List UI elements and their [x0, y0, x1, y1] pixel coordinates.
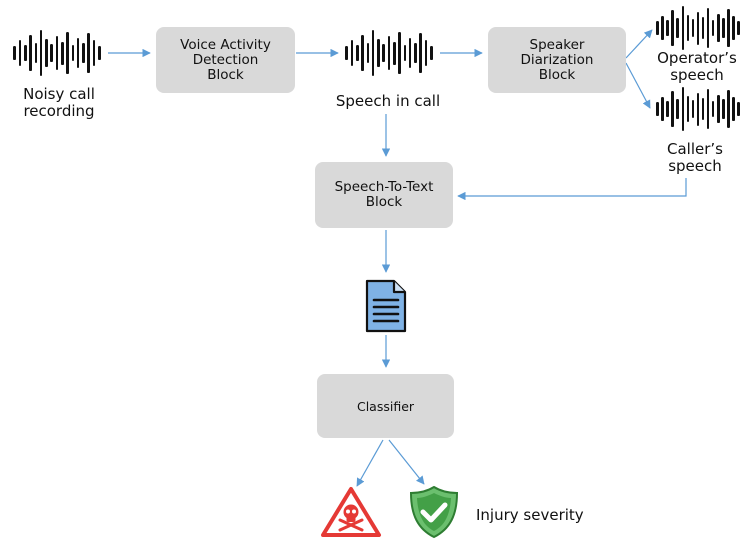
waveform-bar	[656, 21, 659, 35]
waveform-bar	[671, 10, 674, 46]
diarization-block: Speaker Diarization Block	[488, 27, 626, 93]
waveform-bar	[403, 44, 407, 62]
stt-block: Speech-To-Text Block	[315, 162, 453, 228]
waveform-bar	[732, 96, 735, 122]
waveform-bar	[686, 95, 690, 123]
waveform-bar	[87, 33, 91, 73]
waveform-bar	[34, 42, 38, 64]
waveform-bar	[706, 89, 710, 129]
waveform-bar	[39, 30, 43, 76]
shield-check-icon	[409, 485, 459, 539]
waveform-bar	[681, 87, 685, 131]
waveform-bar	[696, 11, 700, 45]
waveform-bar	[716, 13, 720, 43]
waveform-bar	[711, 101, 715, 117]
waveform-bar	[387, 35, 391, 71]
waveform-bar	[666, 101, 669, 117]
waveform-bar	[50, 43, 53, 63]
arrow-diarization-to-operator	[625, 29, 653, 59]
speech-in-call-label: Speech in call	[335, 92, 441, 110]
waveform-bar	[661, 96, 664, 122]
waveform-bar	[382, 43, 385, 63]
arrow-diarization-to-caller	[625, 62, 651, 109]
waveform-bar	[82, 42, 85, 64]
arrow-classifier-to-danger	[356, 439, 384, 487]
waveform-bar	[92, 40, 96, 66]
waveform-bar	[686, 14, 690, 42]
injury-severity-label: Injury severity	[476, 506, 584, 524]
speech-in-call-waveform-icon	[344, 30, 434, 76]
waveform-bar	[727, 90, 730, 128]
waveform-bar	[661, 15, 664, 41]
caller-speech-waveform-icon	[655, 87, 741, 131]
waveform-bar	[676, 99, 680, 119]
waveform-bar	[691, 100, 695, 118]
waveform-bar	[711, 20, 715, 36]
waveform-bar	[721, 99, 725, 119]
vad-block: Voice Activity Detection Block	[156, 27, 295, 93]
skull-warning-icon	[321, 487, 381, 537]
waveform-bar	[691, 19, 695, 37]
waveform-bar	[355, 44, 359, 62]
waveform-bar	[371, 30, 375, 76]
waveform-bar	[361, 34, 364, 72]
waveform-bar	[60, 41, 64, 65]
waveform-bar	[737, 21, 740, 35]
waveform-bar	[76, 38, 80, 68]
waveform-bar	[419, 33, 423, 73]
waveform-bar	[430, 46, 433, 60]
operator-speech-waveform-icon	[655, 6, 741, 50]
waveform-bar	[671, 91, 674, 127]
waveform-bar	[706, 8, 710, 48]
waveform-bar	[392, 41, 396, 65]
document-icon	[365, 279, 407, 333]
waveform-bar	[345, 46, 348, 60]
waveform-bar	[377, 39, 380, 67]
waveform-bar	[98, 46, 101, 60]
waveform-bar	[13, 46, 16, 60]
operator-speech-label: Operator’s speech	[657, 49, 737, 84]
caller-speech-label: Caller’s speech	[667, 140, 723, 175]
waveform-bar	[29, 34, 32, 72]
waveform-bar	[398, 32, 401, 74]
waveform-bar	[681, 6, 685, 50]
waveform-bar	[414, 42, 417, 64]
arrow-classifier-to-safe	[388, 439, 425, 485]
waveform-bar	[350, 40, 354, 66]
waveform-bar	[656, 102, 659, 116]
classifier-block: Classifier	[317, 374, 454, 438]
waveform-bar	[696, 92, 700, 126]
waveform-bar	[676, 18, 680, 38]
waveform-bar	[71, 44, 75, 62]
waveform-bar	[45, 39, 48, 67]
waveform-bar	[55, 35, 59, 71]
waveform-bar	[23, 44, 27, 62]
waveform-bar	[721, 18, 725, 38]
noisy-recording-label: Noisy call recording	[23, 85, 95, 120]
waveform-bar	[666, 20, 669, 36]
waveform-bar	[716, 94, 720, 124]
waveform-bar	[424, 40, 428, 66]
arrow-caller-to-stt	[457, 178, 687, 201]
waveform-bar	[66, 32, 69, 74]
waveform-bar	[727, 9, 730, 47]
waveform-bar	[732, 15, 735, 41]
waveform-bar	[737, 102, 740, 116]
noisy-recording-waveform-icon	[12, 30, 102, 76]
waveform-bar	[366, 42, 370, 64]
waveform-bar	[408, 38, 412, 68]
waveform-bar	[701, 17, 705, 39]
waveform-bar	[701, 98, 705, 120]
waveform-bar	[18, 40, 22, 66]
